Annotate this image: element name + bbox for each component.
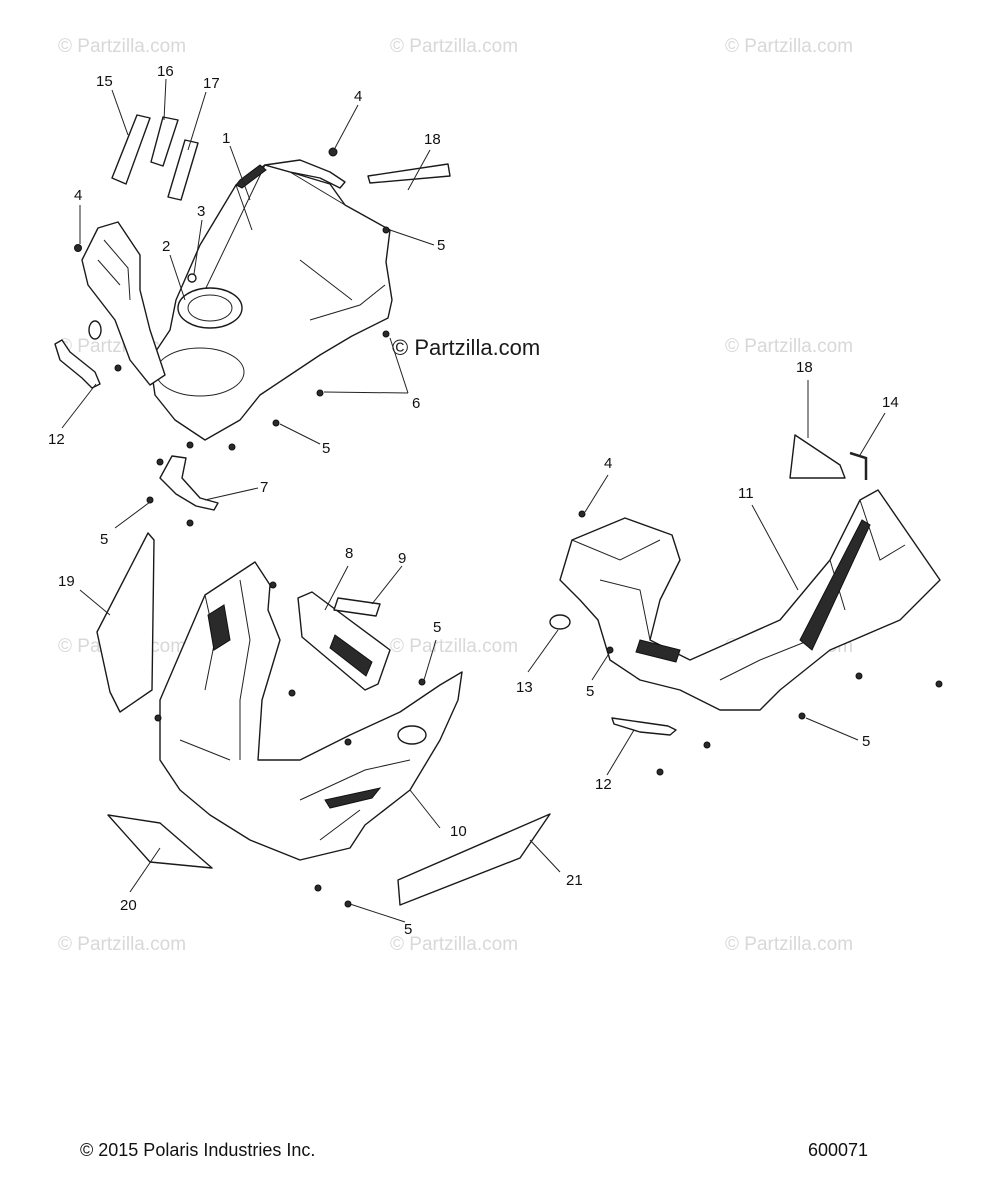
callout-11: 11 — [738, 485, 754, 502]
right-dash-assembly — [549, 434, 943, 776]
rivet-icon — [186, 441, 194, 449]
pad-18b — [789, 434, 846, 479]
callout-6: 6 — [412, 395, 420, 412]
rivet-icon — [114, 364, 122, 372]
watermark: © Partzilla.com — [725, 934, 853, 955]
callout-2: 2 — [162, 238, 170, 255]
gauge-ring — [177, 287, 243, 329]
bracket-7 — [146, 455, 219, 527]
watermark: © Partzilla.com — [390, 934, 518, 955]
callout-13: 13 — [516, 679, 533, 696]
callout-5: 5 — [404, 921, 412, 938]
right-dash-panel — [559, 489, 941, 711]
callout-15: 15 — [96, 73, 113, 90]
pad-19 — [96, 532, 155, 713]
callout-5: 5 — [322, 440, 330, 457]
lower-dash-assembly — [154, 561, 463, 908]
screw-icon — [328, 147, 338, 157]
callout-5: 5 — [437, 237, 445, 254]
callout-7: 7 — [260, 479, 268, 496]
pad-18a — [367, 163, 451, 184]
lower-dash-panel — [159, 561, 463, 861]
pad-17 — [167, 139, 199, 201]
watermark: © Partzilla.com — [390, 636, 518, 657]
callout-18: 18 — [424, 131, 441, 148]
callout-9: 9 — [398, 550, 406, 567]
pad-21 — [397, 813, 551, 906]
callout-17: 17 — [203, 75, 220, 92]
callout-3: 3 — [197, 203, 205, 220]
watermark: © Partzilla.com — [725, 36, 853, 57]
callout-21: 21 — [566, 872, 583, 889]
rivet-icon — [228, 443, 236, 451]
leader-lines — [61, 78, 886, 923]
callout-5: 5 — [100, 531, 108, 548]
watermark: © Partzilla.com — [58, 934, 186, 955]
watermark: © Partzilla.com — [390, 36, 518, 57]
callout-12: 12 — [595, 776, 612, 793]
rivet-icon — [382, 226, 390, 234]
label-9 — [333, 597, 381, 617]
washer-icon — [187, 273, 197, 283]
callout-14: 14 — [882, 394, 899, 411]
callout-12: 12 — [48, 431, 65, 448]
rivet-icon — [316, 389, 324, 397]
callout-10: 10 — [450, 823, 467, 840]
left-vent-duct — [81, 221, 166, 386]
callout-1: 1 — [222, 130, 230, 147]
rivet-icon — [272, 419, 280, 427]
figure-number: 600071 — [808, 1140, 869, 1160]
callout-5: 5 — [862, 733, 870, 750]
copyright-text: © 2015 Polaris Industries Inc. — [80, 1140, 316, 1160]
screw-icon — [74, 244, 82, 252]
pad-20 — [107, 814, 213, 869]
callout-8: 8 — [345, 545, 353, 562]
grommet-13 — [549, 614, 571, 630]
callout-18: 18 — [796, 359, 813, 376]
pad-16 — [150, 116, 179, 167]
callout-5: 5 — [433, 619, 441, 636]
strip-12a — [54, 339, 101, 389]
strip-12b — [611, 717, 677, 736]
watermark: © Partzilla.com — [58, 36, 186, 57]
duct-opening — [397, 725, 427, 745]
fasteners-upper — [74, 147, 390, 451]
center-watermark: © Partzilla.com — [392, 335, 540, 360]
grommet — [88, 320, 102, 340]
callout-4: 4 — [354, 88, 362, 105]
callout-labels: 15 16 17 1 4 18 4 3 2 5 6 5 12 7 5 19 8 … — [48, 63, 899, 938]
rivet-icon — [382, 330, 390, 338]
callout-16: 16 — [157, 63, 174, 80]
callout-20: 20 — [120, 897, 137, 914]
callout-4: 4 — [604, 455, 612, 472]
callout-5: 5 — [586, 683, 594, 700]
watermark: © Partzilla.com — [725, 336, 853, 357]
callout-19: 19 — [58, 573, 75, 590]
pad-15 — [111, 114, 151, 185]
callout-4: 4 — [74, 187, 82, 204]
upper-dash-assembly — [54, 114, 451, 441]
top-bracket — [264, 159, 346, 189]
